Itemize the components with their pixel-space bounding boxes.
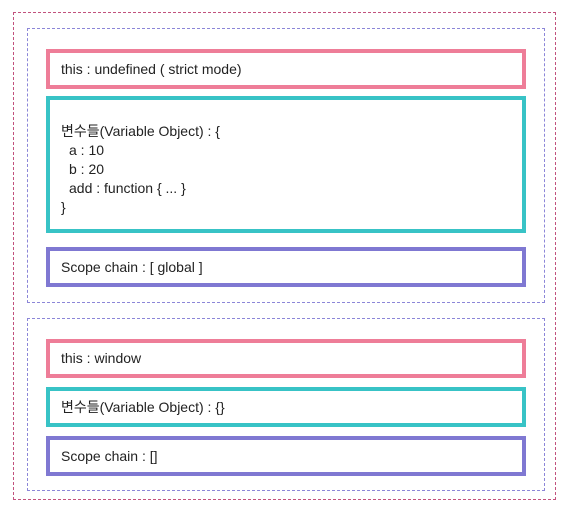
variable-object-box: 변수들(Variable Object) : { a : 10 b : 20 a…: [46, 96, 526, 233]
scope-chain-label: Scope chain : [ global ]: [61, 258, 203, 275]
scope-chain-box: Scope chain : []: [46, 436, 526, 476]
scope-chain-box: Scope chain : [ global ]: [46, 247, 526, 287]
variable-entry-b: b : 20: [69, 161, 105, 177]
global-execution-context: [27, 318, 545, 491]
function-execution-context: [27, 28, 545, 303]
scope-chain-label: Scope chain : []: [61, 447, 158, 464]
this-binding-box: this : window: [46, 339, 526, 378]
global-frame: [13, 12, 556, 500]
variable-object-box: 변수들(Variable Object) : {}: [46, 387, 526, 427]
this-binding-label: this : window: [61, 350, 142, 366]
variable-object-header: 변수들(Variable Object) : {}: [61, 398, 225, 415]
this-binding-label: this : undefined ( strict mode): [61, 60, 242, 77]
variable-entry-add: add : function { ... }: [69, 180, 186, 196]
this-binding-box: this : undefined ( strict mode): [46, 49, 526, 89]
variable-object-footer: }: [61, 199, 66, 215]
variable-entry-a: a : 10: [69, 142, 105, 158]
variable-object-header: 변수들(Variable Object) : {: [61, 123, 220, 139]
